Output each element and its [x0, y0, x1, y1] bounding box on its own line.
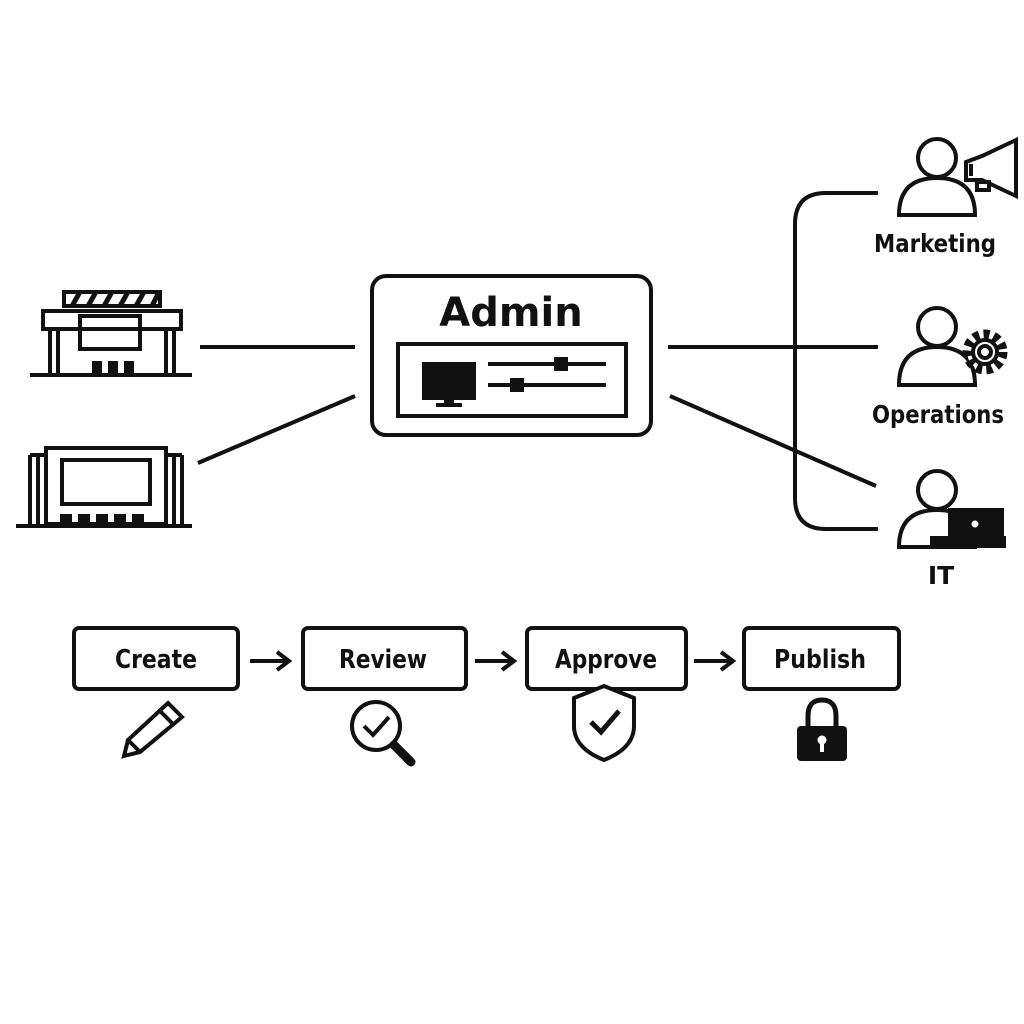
laptop-icon: [930, 508, 1006, 548]
workflow-step-publish[interactable]: Publish: [742, 626, 901, 691]
admin-panel: Admin: [370, 274, 653, 437]
padlock-icon: [797, 697, 847, 761]
person-laptop-icon: [896, 469, 1006, 549]
storefront-flat-icon: [16, 446, 192, 528]
workflow-step-label: Create: [115, 645, 197, 675]
department-label-it: IT: [928, 561, 954, 590]
workflow-step-label: Publish: [774, 645, 866, 675]
connector-store2-admin: [197, 394, 356, 465]
arrow-right-icon: [250, 650, 293, 672]
admin-title: Admin: [439, 290, 582, 336]
person-megaphone-icon: [896, 136, 1018, 217]
monitor-icon: [422, 362, 476, 407]
workflow: Create Review Approve: [72, 626, 901, 767]
workflow-step-create[interactable]: Create: [72, 626, 240, 691]
storefront-awning-icon: [30, 290, 192, 377]
arrow-right-icon: [475, 650, 518, 672]
arrow-right-icon: [694, 650, 737, 672]
department-bracket: [793, 191, 878, 531]
sliders-icon: [488, 357, 606, 392]
pencil-icon: [121, 700, 185, 759]
department-label-marketing: Marketing: [874, 229, 996, 258]
gear-icon: [962, 329, 1008, 375]
department-label-operations: Operations: [872, 400, 1004, 429]
magnifier-check-icon: [350, 700, 416, 767]
person-gear-icon: [896, 306, 1008, 387]
workflow-step-label: Approve: [555, 645, 657, 675]
workflow-step-review[interactable]: Review: [301, 626, 468, 691]
workflow-step-label: Review: [339, 645, 427, 675]
shield-check-icon: [572, 683, 636, 763]
connector-admin-it: [669, 394, 877, 488]
workflow-step-approve[interactable]: Approve: [525, 626, 688, 691]
